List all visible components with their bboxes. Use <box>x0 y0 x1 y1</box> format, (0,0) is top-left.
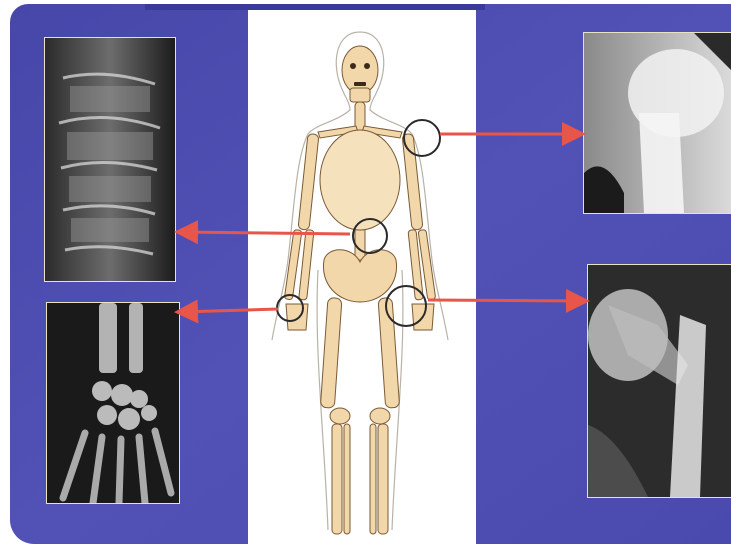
xray-hip-femur <box>587 264 731 498</box>
xray-spine <box>44 37 176 282</box>
diagram-panel <box>10 4 731 544</box>
xray-wrist <box>46 302 180 504</box>
xray-shoulder-humerus <box>583 32 731 214</box>
skeleton-figure <box>248 10 476 544</box>
skeleton-bones <box>284 46 435 534</box>
skeleton-card <box>248 10 476 544</box>
